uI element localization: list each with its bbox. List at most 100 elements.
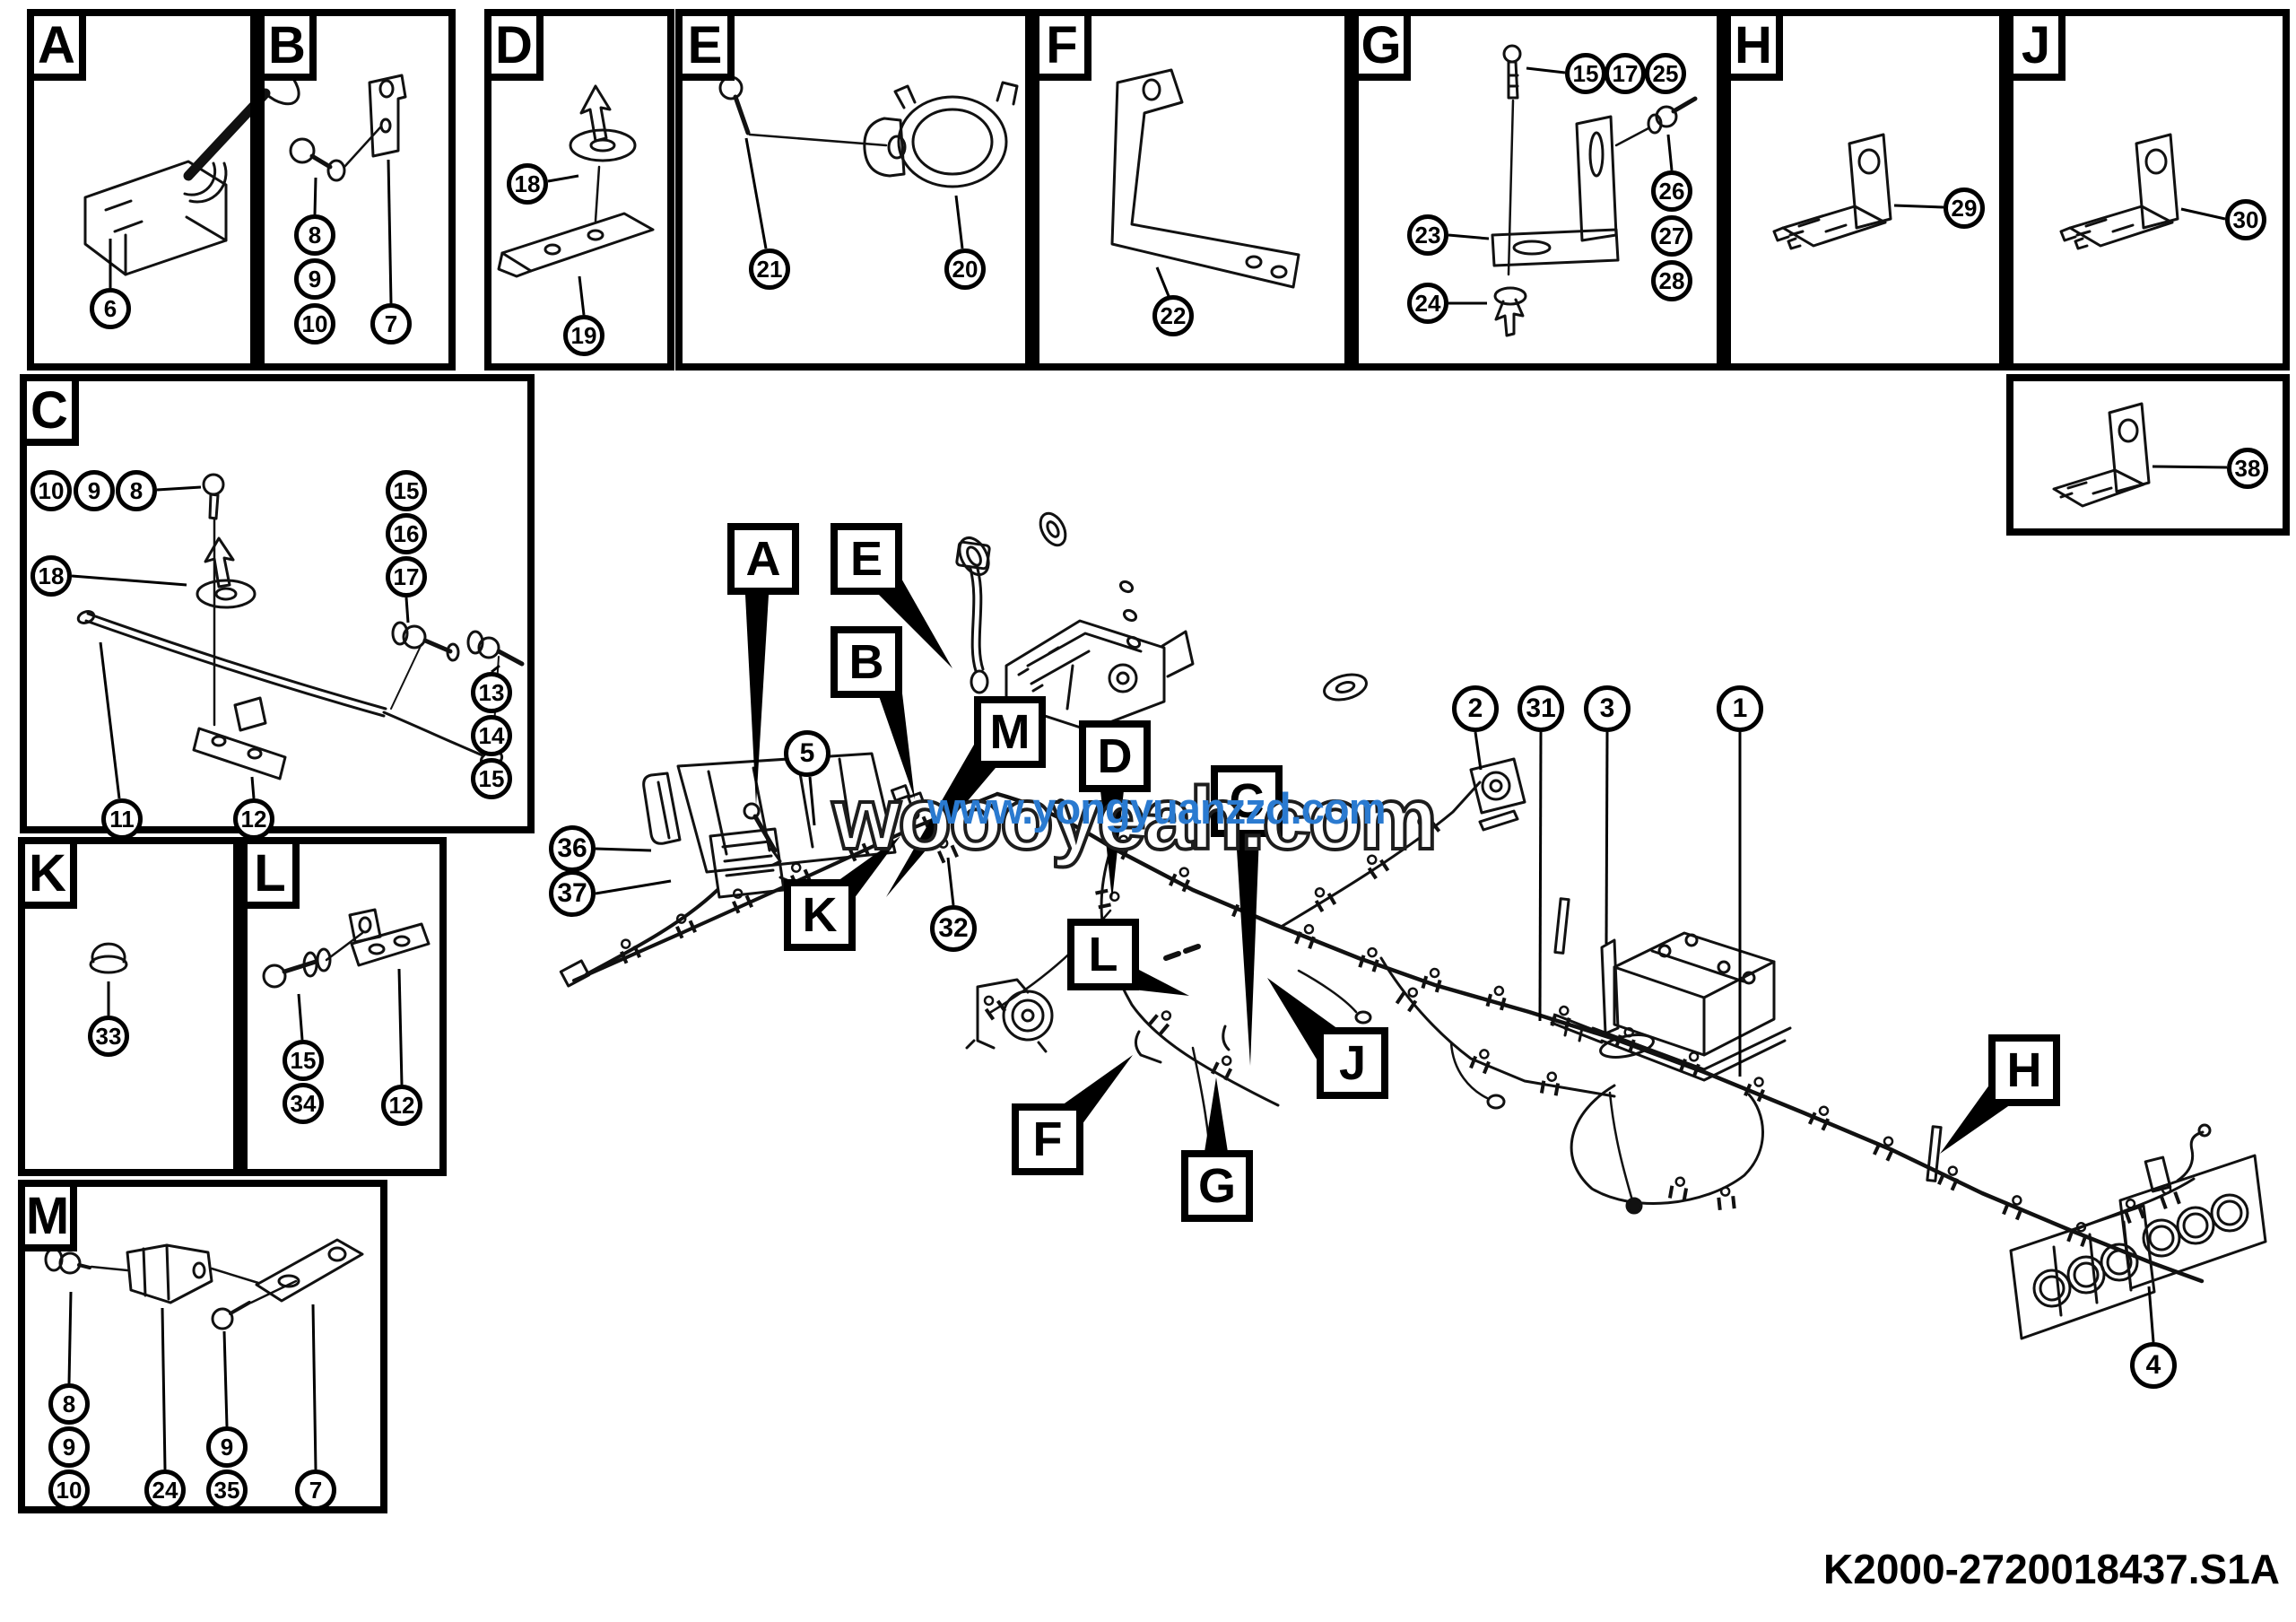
harness-clip-icon: [1744, 1077, 1765, 1103]
harness-clip-icon: [1046, 798, 1067, 824]
part-badge-13: 13: [471, 672, 512, 713]
callout-box-E: E: [831, 523, 902, 595]
panel-M: M: [18, 1180, 387, 1513]
harness-clip-icon: [1614, 1026, 1636, 1052]
part-badge-24: 24: [1407, 283, 1448, 324]
panel-D: D: [484, 9, 674, 371]
harness-clip-icon: [1550, 1005, 1571, 1031]
cable-sketch-e-target: [955, 511, 1142, 694]
harness-clip-icon: [732, 888, 753, 914]
leader-line-11: [99, 641, 121, 799]
leader-line-22: [1155, 266, 1170, 297]
panel-L: L: [240, 837, 447, 1176]
callout-box-K: K: [784, 879, 856, 951]
battery-sketch: [1550, 931, 1792, 1082]
callout-wedge-L: [1125, 969, 1189, 996]
harness-clip-icon: [1358, 946, 1379, 972]
callout-box-L: L: [1067, 919, 1139, 990]
harness-clips: [620, 798, 2181, 1247]
harness-clip-icon: [1294, 924, 1316, 949]
panel-B: B: [257, 9, 456, 371]
leader-line-32: [946, 857, 955, 906]
harness-clip-icon: [1147, 1010, 1172, 1035]
part-badge-37: 37: [549, 870, 596, 917]
harness-clip-icon: [1485, 985, 1507, 1011]
leader-line-15: [297, 993, 304, 1041]
part-badge-10: 10: [48, 1469, 90, 1511]
leader-line-18: [547, 174, 579, 183]
harness-clip-icon: [848, 836, 870, 862]
callout-wedge-A: [745, 595, 769, 806]
part-badge-3: 3: [1584, 685, 1631, 732]
bolt-bracket-sketch-l: [262, 908, 430, 989]
harness-clip-icon: [1417, 816, 1441, 842]
harness-clip-icon: [1667, 1176, 1689, 1201]
leader-line-12: [250, 776, 256, 799]
bolt-clamp-sketch-e: [718, 75, 1019, 188]
part-badge-4: 4: [2130, 1342, 2177, 1389]
callout-box-G: G: [1181, 1150, 1253, 1222]
part-badge-2: 2: [1452, 685, 1499, 732]
panel-letter-tab-B: B: [257, 9, 317, 81]
part-badge-29: 29: [1944, 187, 1985, 229]
harness-clip-icon: [1366, 854, 1390, 880]
part-badge-19: 19: [563, 315, 604, 356]
panel-letter-tab-G: G: [1352, 9, 1411, 81]
cable-clip-sketch-38: [2052, 402, 2151, 508]
panel-letter-tab-D: D: [484, 9, 544, 81]
part-badge-20: 20: [944, 249, 986, 290]
harness-clip-icon: [1717, 1186, 1736, 1211]
panel-H: H: [1724, 9, 2006, 371]
part-badge-22: 22: [1152, 295, 1194, 336]
harness-clip-icon: [937, 838, 959, 864]
part-badge-7: 7: [370, 303, 412, 344]
panel-A: A: [27, 9, 257, 371]
leader-line-8: [67, 1291, 73, 1384]
part-badge-38: 38: [2227, 448, 2268, 489]
harness-clip-icon: [2160, 1184, 2181, 1209]
part-badge-10: 10: [30, 470, 72, 511]
panel-letter-tab-L: L: [240, 837, 300, 909]
callout-box-H: H: [1988, 1034, 2060, 1106]
leader-line-37: [595, 879, 672, 895]
part-badge-36: 36: [549, 825, 596, 872]
part-badge-24: 24: [144, 1469, 186, 1511]
leader-line-30: [2180, 207, 2226, 221]
panel-letter-tab-J: J: [2006, 9, 2066, 81]
harness-clip-icon: [1807, 1105, 1831, 1131]
horn-sketch: [1469, 757, 1526, 832]
harness-clip-icon: [1679, 1051, 1700, 1077]
leader-line-26: [1666, 134, 1674, 171]
callout-wedge-D: [1100, 790, 1124, 900]
harness-clip-icon: [2066, 1222, 2088, 1247]
part-badge-14: 14: [471, 715, 512, 756]
leader-line-13: [491, 664, 500, 674]
harness-clip-icon: [1421, 967, 1442, 993]
leader-line-23: [1448, 233, 1490, 240]
l-bracket-sketch-f: [1110, 68, 1300, 289]
part-code: K2000-2720018437.S1A: [1823, 1546, 2280, 1592]
part-badge-12: 12: [381, 1085, 422, 1126]
callout-box-B: B: [831, 626, 902, 698]
part-badge-8: 8: [48, 1383, 90, 1425]
leader-line-12: [397, 968, 404, 1086]
panel-J: J: [2006, 9, 2290, 371]
part-badge-9: 9: [294, 258, 335, 300]
part-badge-26: 26: [1651, 170, 1692, 212]
callout-box-C: C: [1211, 765, 1283, 837]
part-badge-28: 28: [1651, 260, 1692, 301]
panel-letter-tab-H: H: [1724, 9, 1783, 81]
part-badge-9: 9: [74, 470, 115, 511]
part-badge-18: 18: [507, 163, 548, 205]
harness-clip-icon: [983, 995, 1007, 1021]
harness-clip-icon: [1469, 1049, 1491, 1075]
part-badge-9: 9: [48, 1426, 90, 1468]
harness-clip-icon: [675, 913, 697, 939]
watermark-url-text: www.yongyuanzzd.com: [927, 785, 1387, 833]
panel-letter-tab-F: F: [1032, 9, 1091, 81]
part-badge-6: 6: [90, 288, 131, 329]
cable-clip-sketch-h: [1772, 133, 1892, 250]
callout-box-J: J: [1317, 1027, 1388, 1099]
part-badge-17: 17: [1605, 53, 1646, 94]
